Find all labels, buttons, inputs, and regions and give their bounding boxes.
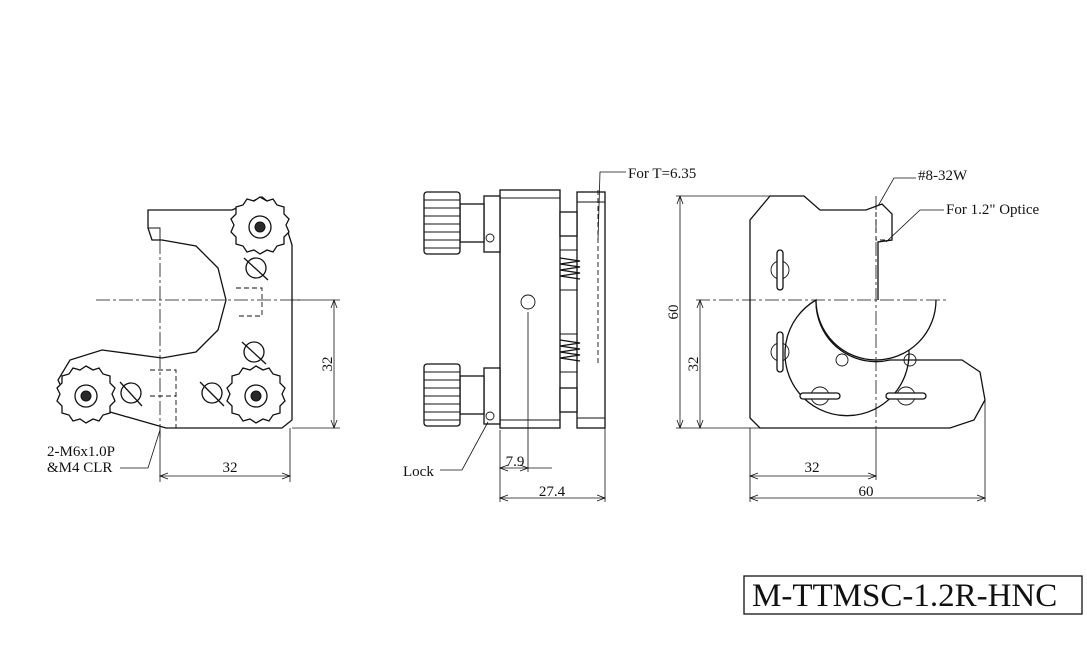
knob-bottom-right-icon: [226, 365, 286, 424]
dim-side-offset: 7.9: [506, 454, 525, 470]
side-knob-bottom-icon: [423, 363, 501, 427]
knob-bottom-left-icon: [56, 365, 116, 424]
rear-screw-icons: [770, 249, 927, 406]
for-t-label: For T=6.35: [628, 166, 696, 182]
title-block: [743, 575, 1083, 615]
thread-label: #8-32W: [918, 168, 968, 184]
front-view: [56, 196, 340, 482]
dim-rear-height-center: 32: [686, 357, 702, 372]
dim-rear-height-total: 60: [666, 305, 682, 320]
screw-spec-label-2: &M4 CLR: [47, 460, 112, 476]
rear-view: [676, 177, 987, 502]
side-view: [423, 171, 626, 502]
model-number: M-TTMSC-1.2R-HNC: [752, 578, 1057, 614]
screw-spec-label-1: 2-M6x1.0P: [47, 444, 115, 460]
lock-label: Lock: [403, 464, 434, 480]
lock-screw-icons: [119, 257, 269, 407]
dim-rear-width-total: 60: [859, 484, 874, 500]
dim-front-height: 32: [320, 357, 336, 372]
side-knob-top-icon: [423, 191, 501, 255]
dim-front-width: 32: [223, 460, 238, 476]
dim-rear-width-center: 32: [805, 460, 820, 476]
dim-side-depth: 27.4: [539, 484, 566, 500]
knob-top-icon: [230, 196, 290, 255]
for-optic-label: For 1.2" Optice: [946, 202, 1040, 218]
